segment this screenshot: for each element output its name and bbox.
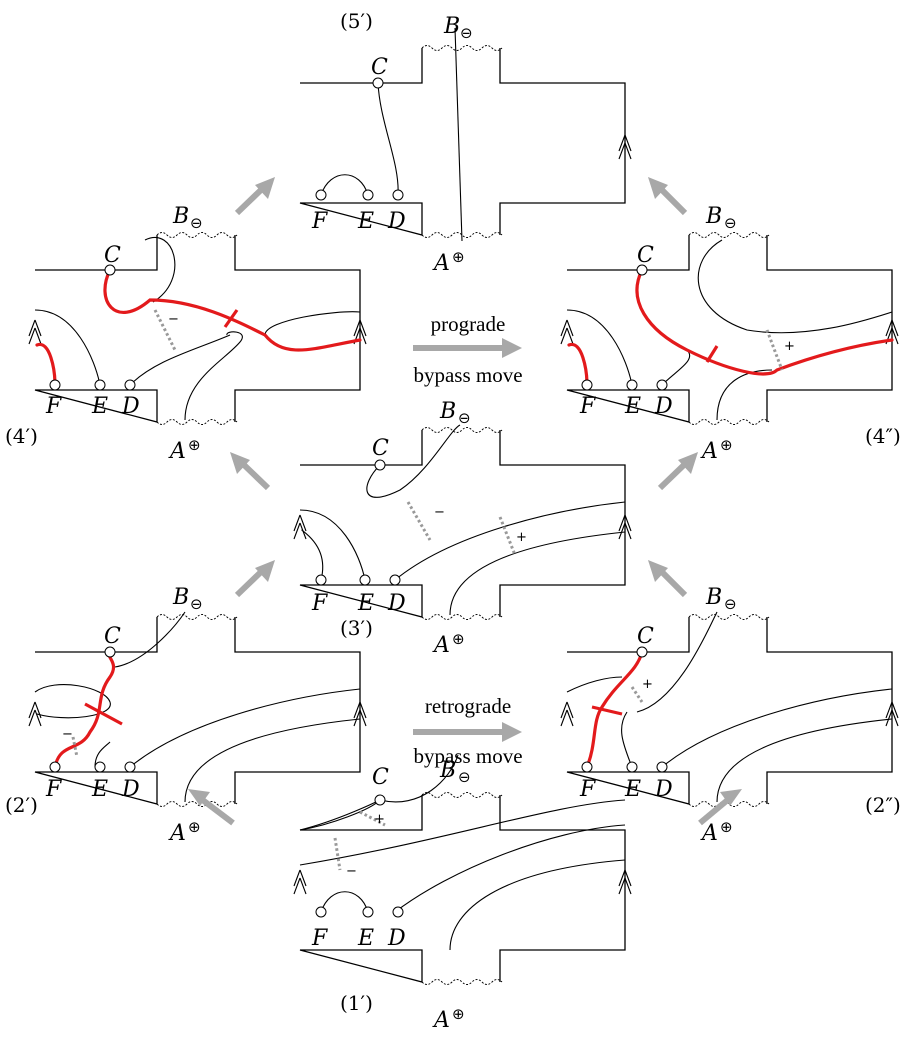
retrograde-bypass-label: bypass move <box>413 744 522 768</box>
point-label-F: F <box>45 394 62 419</box>
panel-tag-4prime: (4′) <box>5 424 38 448</box>
sign-minus-circle: ⊖ <box>724 595 737 613</box>
point-label-B: B <box>439 399 456 424</box>
panel-4doubleprime <box>560 231 899 426</box>
sign-minus-circle: ⊖ <box>190 595 203 613</box>
sign-minus-circle: ⊖ <box>458 409 471 427</box>
point-label-C: C <box>372 765 389 790</box>
point-label-C: C <box>104 624 121 649</box>
point-label-E: E <box>357 209 374 234</box>
prograde-label: prograde <box>431 312 506 336</box>
point-label-E: E <box>624 394 641 419</box>
point-label-C: C <box>104 243 121 268</box>
point-label-D: D <box>654 394 673 419</box>
point-label-F: F <box>45 777 62 802</box>
sign-plus-circle: ⊕ <box>720 818 733 836</box>
point-label-A: A <box>168 439 186 464</box>
sign-plus: + <box>642 677 653 692</box>
sign-plus-circle: ⊕ <box>452 1005 465 1023</box>
sign-plus-circle: ⊕ <box>188 818 201 836</box>
sign-minus-circle: ⊖ <box>460 24 473 42</box>
point-label-D: D <box>654 777 673 802</box>
sign-minus: − <box>168 312 179 327</box>
sign-minus-circle: ⊖ <box>724 214 737 232</box>
panel-tag-3prime: (3′) <box>340 616 373 640</box>
sign-minus-circle: ⊖ <box>458 768 471 786</box>
point-label-B: B <box>443 14 460 39</box>
panel-tag-1prime: (1′) <box>340 991 373 1015</box>
panel-tag-2doubleprime: (2″) <box>865 793 901 817</box>
point-label-D: D <box>121 777 140 802</box>
panel-tag-4doubleprime: (4″) <box>865 424 901 448</box>
transition-arrows <box>188 177 742 826</box>
panel-tag-2prime: (2′) <box>5 793 38 817</box>
point-label-E: E <box>91 394 108 419</box>
panel-5prime <box>299 27 632 242</box>
point-label-F: F <box>311 926 328 951</box>
panel-1prime <box>293 754 632 986</box>
sign-plus: + <box>374 812 385 827</box>
point-label-C: C <box>371 55 388 80</box>
point-label-E: E <box>91 777 108 802</box>
point-label-F: F <box>579 394 596 419</box>
retrograde-label: retrograde <box>425 694 511 718</box>
panel-2doubleprime <box>560 611 899 808</box>
sign-plus-circle: ⊕ <box>720 436 733 454</box>
point-label-F: F <box>311 591 328 616</box>
point-label-B: B <box>439 758 456 783</box>
point-label-D: D <box>387 591 406 616</box>
point-label-A: A <box>432 1008 450 1033</box>
panel-2prime <box>28 611 367 808</box>
prograde-bypass-label: bypass move <box>413 363 522 387</box>
sign-plus-circle: ⊕ <box>452 248 465 266</box>
sign-minus-circle: ⊖ <box>190 214 203 232</box>
point-label-F: F <box>311 209 328 234</box>
point-label-C: C <box>637 243 654 268</box>
sign-minus: − <box>62 727 73 742</box>
point-label-A: A <box>700 821 718 846</box>
sign-plus-circle: ⊕ <box>188 436 201 454</box>
sign-minus: − <box>346 864 357 879</box>
point-label-D: D <box>387 926 406 951</box>
sign-minus: − <box>434 505 445 520</box>
point-label-B: B <box>172 204 189 229</box>
point-label-E: E <box>357 591 374 616</box>
point-label-E: E <box>624 777 641 802</box>
panel-tag-5prime: (5′) <box>340 9 373 33</box>
point-label-A: A <box>432 633 450 658</box>
point-label-D: D <box>121 394 140 419</box>
sign-plus: + <box>516 530 527 545</box>
point-label-B: B <box>705 204 722 229</box>
point-label-F: F <box>579 777 596 802</box>
point-label-B: B <box>705 585 722 610</box>
point-label-D: D <box>387 209 406 234</box>
panel-4prime <box>28 231 367 426</box>
point-label-C: C <box>637 624 654 649</box>
point-label-A: A <box>432 251 450 276</box>
sign-plus: + <box>784 339 795 354</box>
panel-3prime <box>293 424 632 621</box>
point-label-A: A <box>168 821 186 846</box>
point-label-C: C <box>372 436 389 461</box>
point-label-B: B <box>172 585 189 610</box>
sign-plus-circle: ⊕ <box>452 630 465 648</box>
point-label-A: A <box>700 439 718 464</box>
point-label-E: E <box>357 926 374 951</box>
